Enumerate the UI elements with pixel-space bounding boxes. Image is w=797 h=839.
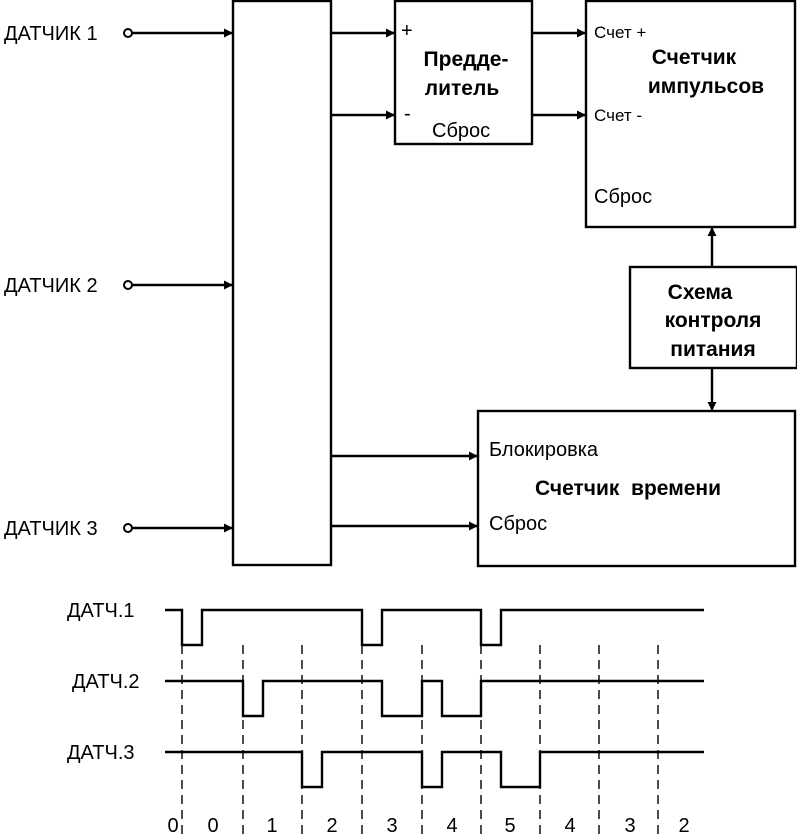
timing-state-label: 4 [446,815,457,837]
power-monitor-block [628,265,797,370]
time-counter-block-input: Блокировка [489,439,599,461]
timing-state-label: 4 [564,815,575,837]
prescaler-title-2: литель [425,77,500,100]
input-terminal-2 [123,280,133,290]
prescaler-block [393,0,534,146]
prescaler-plus: + [401,20,413,42]
input-terminal-1 [123,28,133,38]
timing-state-label: 2 [678,815,689,837]
input-terminal-3 [123,523,133,533]
pulse-counter-count-down: Счет - [594,106,642,125]
power-monitor-title-3: питания [670,338,755,361]
input-label-sensor-1: ДАТЧИК 1 [4,23,98,45]
timing-waveform [165,608,704,647]
time-counter-block [476,409,797,568]
timing-state-label: 0 [207,815,218,837]
timing-state-label: 1 [266,815,277,837]
prescaler-title-1: Предде- [424,48,509,71]
timing-signal-label: ДАТЧ.2 [72,671,140,693]
pulse-counter-title-2: импульсов [648,75,764,98]
power-monitor-title-1: Схема [668,281,733,304]
time-counter-title: Счетчик времени [535,477,721,500]
prescaler-minus: - [404,103,411,125]
timing-state-label: 0 [167,815,178,837]
input-label-sensor-2: ДАТЧИК 2 [4,275,98,297]
pulse-counter-count-up: Счет + [594,23,646,42]
timing-waveform [165,750,704,789]
timing-state-label: 3 [624,815,635,837]
timing-state-label: 3 [386,815,397,837]
timing-signal-label: ДАТЧ.3 [67,742,135,764]
input-label-sensor-3: ДАТЧИК 3 [4,518,98,540]
time-counter-reset: Сброс [489,513,547,535]
pulse-counter-title-1: Счетчик [652,46,737,69]
prescaler-reset: Сброс [432,120,490,142]
power-monitor-title-2: контроля [665,309,762,332]
timing-state-label: 2 [326,815,337,837]
pulse-counter-reset: Сброс [594,186,652,208]
decoder-block [231,0,333,567]
timing-waveform [165,679,704,718]
timing-state-label: 5 [504,815,515,837]
timing-signal-label: ДАТЧ.1 [67,600,135,622]
